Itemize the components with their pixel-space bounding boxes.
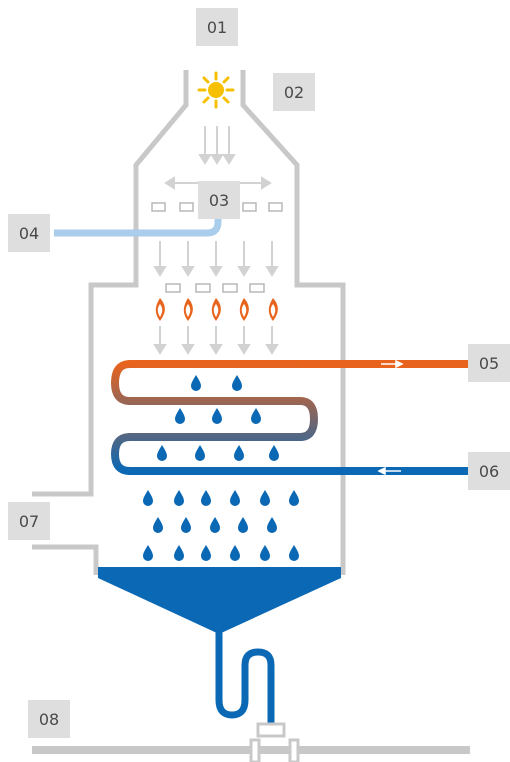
gas-flow-arrows-middle (153, 241, 279, 277)
water-drop-icon (260, 545, 270, 561)
arrow-down-icon (153, 241, 167, 277)
arrow-down-icon (210, 126, 224, 165)
water-drop-icon (234, 445, 244, 461)
water-drop-icon (153, 517, 163, 533)
water-drop-icon (181, 517, 191, 533)
nozzle-row-upper (151, 202, 283, 212)
arrow-down-icon (198, 126, 212, 165)
svg-text:04: 04 (19, 224, 39, 243)
svg-text:06: 06 (479, 462, 499, 481)
arrow-down-icon (222, 126, 236, 165)
arrow-down-icon (209, 241, 223, 277)
water-drop-icon (267, 517, 277, 533)
water-drop-icon (230, 490, 240, 506)
water-drop-icon (195, 445, 205, 461)
light-blue-inlet-pipe (54, 210, 222, 237)
flame-icon (155, 298, 165, 321)
vessel-walls (32, 70, 470, 754)
svg-text:02: 02 (284, 83, 304, 102)
water-drop-icon (289, 490, 299, 506)
water-drop-icon (210, 517, 220, 533)
water-drop-icon (201, 545, 211, 561)
water-drop-icon (269, 445, 279, 461)
label-02: 02 (273, 73, 315, 111)
label-01: 01 (196, 8, 238, 46)
vessel-wall-left (32, 70, 189, 497)
svg-text:08: 08 (39, 710, 59, 729)
water-drop-icon (232, 375, 242, 391)
label-04: 04 (8, 214, 50, 252)
nozzle-row-lower (165, 283, 265, 293)
water-drop-icon (212, 408, 222, 424)
water-drop-icon (174, 490, 184, 506)
water-droplets (143, 375, 299, 561)
sun-icon (197, 71, 235, 109)
label-05: 05 (468, 344, 510, 382)
water-drop-icon (191, 375, 201, 391)
gas-flow-arrows-top (198, 126, 236, 165)
water-drop-icon (201, 490, 211, 506)
drain-valve (256, 722, 286, 738)
vessel-wall-right (240, 70, 346, 575)
gas-flow-arrows-lower (153, 326, 279, 355)
arrow-down-icon (181, 241, 195, 277)
arrow-down-icon (181, 326, 195, 355)
svg-text:07: 07 (19, 512, 39, 531)
spread-arrow (164, 176, 272, 190)
label-06: 06 (468, 452, 510, 490)
arrow-down-icon (153, 326, 167, 355)
flame-icon (183, 298, 193, 321)
water-drop-icon (230, 545, 240, 561)
water-drop-icon (251, 408, 261, 424)
water-drop-icon (260, 490, 270, 506)
arrow-down-icon (237, 326, 251, 355)
flow-arrow-left-icon (377, 466, 401, 476)
heat-exchanger-coil (110, 360, 470, 475)
svg-text:05: 05 (479, 354, 499, 373)
condensate-sump (98, 567, 341, 634)
arrow-down-icon (209, 326, 223, 355)
drain-connector-left (249, 738, 261, 762)
label-07: 07 (8, 502, 50, 540)
flame-icon (211, 298, 221, 321)
vessel-wall-lower-left (32, 544, 99, 575)
water-drop-icon (157, 445, 167, 461)
water-drop-icon (143, 490, 153, 506)
flames (155, 298, 278, 321)
water-drop-icon (143, 545, 153, 561)
water-drop-icon (174, 545, 184, 561)
water-drop-icon (238, 517, 248, 533)
flow-arrow-right-icon (381, 359, 404, 369)
label-08: 08 (28, 700, 70, 738)
label-03: 03 (198, 181, 240, 219)
drain-connector-right (288, 738, 300, 762)
water-drop-icon (289, 545, 299, 561)
flame-icon (268, 298, 278, 321)
svg-text:03: 03 (209, 191, 229, 210)
svg-text:01: 01 (207, 18, 227, 37)
flame-icon (239, 298, 249, 321)
water-drop-icon (175, 408, 185, 424)
arrow-down-icon (265, 326, 279, 355)
arrow-down-icon (237, 241, 251, 277)
drain-siphon (215, 628, 275, 732)
arrow-down-icon (265, 241, 279, 277)
